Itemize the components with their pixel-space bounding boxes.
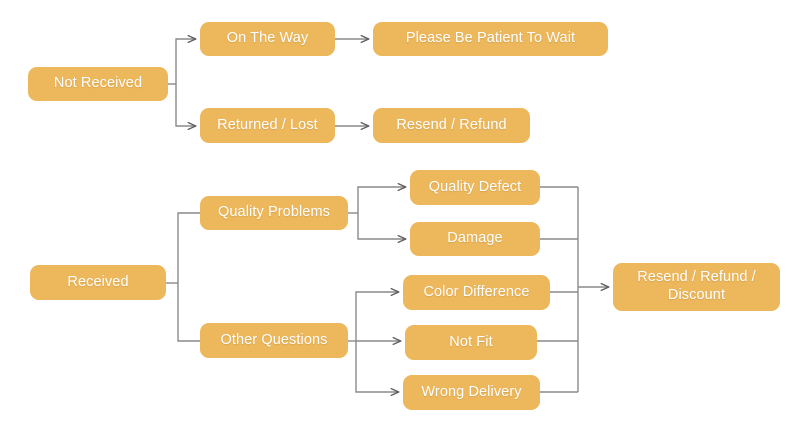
node-label: Resend / Refund / Discount (637, 269, 756, 303)
node-returned-lost[interactable]: Returned / Lost (200, 108, 335, 143)
node-other-questions[interactable]: Other Questions (200, 323, 348, 358)
node-label: Returned / Lost (217, 116, 318, 133)
node-quality-problems[interactable]: Quality Problems (200, 196, 348, 230)
edge-not-received-to-on-the-way (175, 39, 196, 84)
node-label: Quality Defect (428, 178, 522, 195)
edge-not-received-to-returned-lost (175, 84, 196, 126)
node-label: Not Received (53, 75, 143, 92)
node-wrong-delivery[interactable]: Wrong Delivery (403, 375, 540, 410)
node-please-be-patient-to-wait[interactable]: Please Be Patient To Wait (373, 22, 608, 56)
node-received[interactable]: Received (30, 265, 166, 300)
node-label: Resend / Refund (396, 116, 507, 133)
node-on-the-way[interactable]: On The Way (200, 22, 335, 56)
node-label: Other Questions (220, 331, 328, 348)
node-label: Quality Problems (218, 204, 330, 221)
node-label: Damage (447, 230, 503, 247)
node-not-fit[interactable]: Not Fit (405, 325, 537, 360)
edge-quality-problems-to-damage (357, 213, 406, 239)
node-label: Received (67, 273, 129, 290)
node-quality-defect[interactable]: Quality Defect (410, 170, 540, 205)
node-label: Wrong Delivery (421, 383, 522, 400)
edge-other-questions-to-color-difference (355, 292, 399, 341)
node-label: Please Be Patient To Wait (405, 30, 576, 47)
node-resend-refund[interactable]: Resend / Refund (373, 108, 530, 143)
node-label: Not Fit (449, 333, 493, 350)
node-label: Color Difference (423, 283, 530, 300)
edge-quality-problems-to-quality-defect (357, 187, 406, 213)
node-damage[interactable]: Damage (410, 222, 540, 256)
node-label: On The Way (226, 30, 309, 47)
node-resend-refund-discount[interactable]: Resend / Refund / Discount (613, 263, 780, 311)
edge-other-questions-to-wrong-delivery (355, 341, 399, 392)
edge-received-to-quality-problems (177, 212, 200, 283)
edge-received-to-other-questions (177, 283, 200, 342)
node-color-difference[interactable]: Color Difference (403, 275, 550, 310)
node-not-received[interactable]: Not Received (28, 67, 168, 101)
